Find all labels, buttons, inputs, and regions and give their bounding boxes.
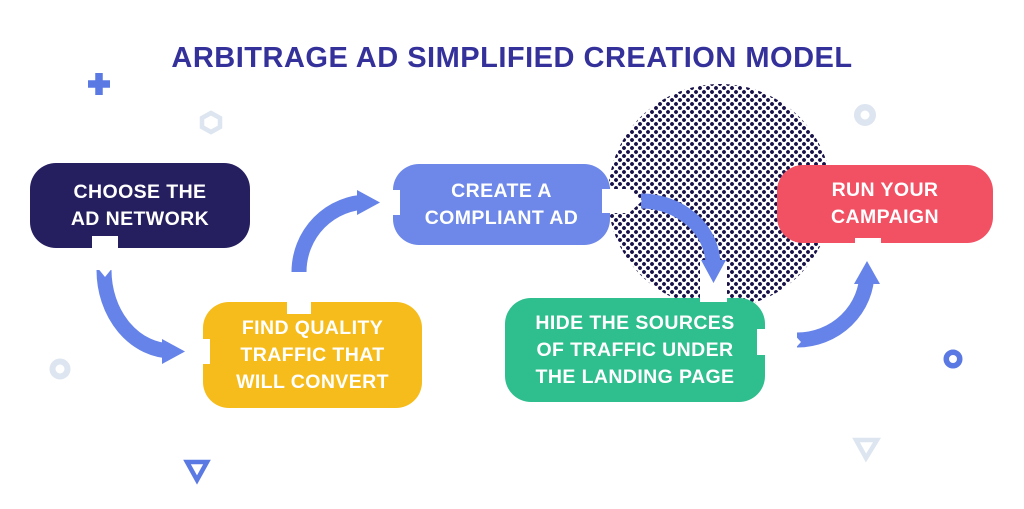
step-label-line: CREATE A <box>451 179 552 202</box>
step-label-line: AD NETWORK <box>70 207 210 230</box>
step-label-line: RUN YOUR <box>831 179 939 201</box>
step-label-line: OF TRAFFIC UNDER <box>536 338 734 361</box>
step-create-a-compliant-ad: CREATE A COMPLIANT AD <box>393 164 610 245</box>
connector-arc <box>291 194 369 273</box>
connector-arc <box>796 271 875 348</box>
step-label-line: THE LANDING PAGE <box>535 365 735 388</box>
step-choose-the-ad-network: CHOOSE THE AD NETWORK <box>30 163 250 248</box>
plus-icon <box>88 73 110 95</box>
arrowhead-right-icon <box>162 339 185 364</box>
connector-end-tab <box>855 238 881 284</box>
connector-2 <box>287 190 400 314</box>
step-run-your-campaign: RUN YOUR CAMPAIGN <box>777 165 993 243</box>
step-label-line: WILL CONVERT <box>236 370 389 393</box>
step-label-line: FIND QUALITY <box>241 316 384 339</box>
page-title: ARBITRAGE AD SIMPLIFIED CREATION MODEL <box>171 42 853 74</box>
triangle-down-icon <box>852 437 882 463</box>
arrowhead-right-icon <box>357 190 380 215</box>
step-hide-the-sources: HIDE THE SOURCES OF TRAFFIC UNDER THE LA… <box>505 298 765 402</box>
step-label-line: CHOOSE THE <box>73 180 207 203</box>
step-find-quality-traffic: FIND QUALITY TRAFFIC THAT WILL CONVERT <box>203 302 422 408</box>
connector-1 <box>92 236 210 364</box>
step-label-line: TRAFFIC THAT <box>240 343 385 366</box>
step-label-line: COMPLIANT AD <box>424 206 579 229</box>
step-label-line: CAMPAIGN <box>831 206 939 228</box>
connector-arc <box>96 269 173 359</box>
ring-icon <box>49 358 71 380</box>
hexagon-icon <box>199 110 223 135</box>
ring-icon <box>854 104 876 126</box>
ring-icon <box>943 349 963 369</box>
arrowhead-up-icon <box>854 261 880 284</box>
step-label-line: HIDE THE SOURCES <box>535 311 735 334</box>
triangle-down-icon <box>183 459 211 485</box>
